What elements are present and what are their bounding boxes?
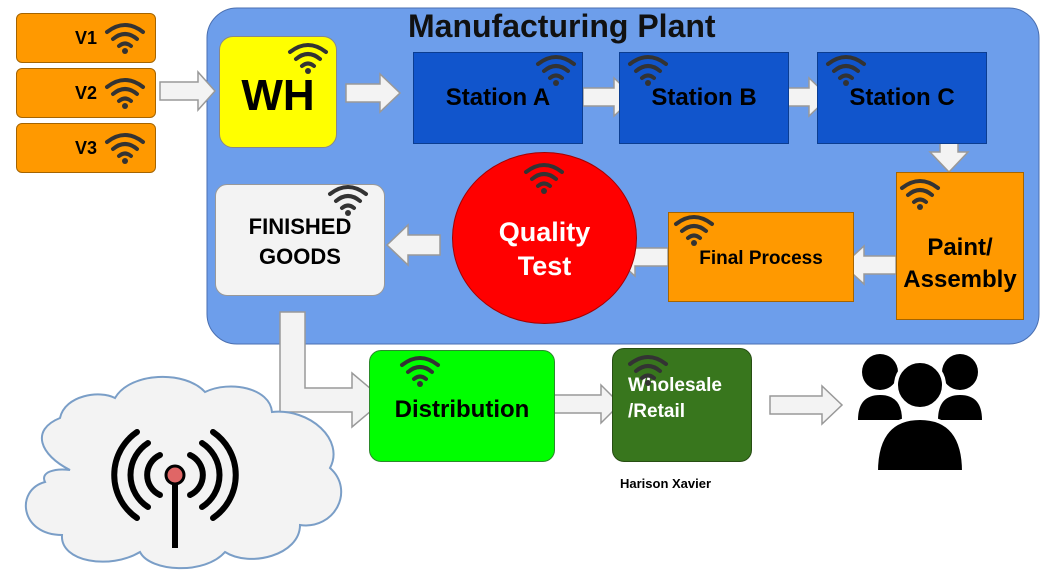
arrow-wholesale-to-customers [769,384,844,426]
wifi-icon [900,179,940,210]
plant-title: Manufacturing Plant [408,8,716,44]
arrow-finished-to-distribution [279,311,386,429]
arrow-vendors-to-wh [159,70,217,112]
warehouse-label: WH [241,71,315,120]
wifi-icon [400,356,440,387]
paint-assembly-label: Paint/ Assembly [903,234,1017,293]
wifi-icon [328,185,368,216]
warehouse-node[interactable]: WH [219,36,337,148]
finished-goods-label: FINISHED GOODS [248,214,352,269]
wifi-icon [105,78,145,109]
wifi-icon [105,23,145,54]
wifi-icon [288,43,328,74]
quality-test-node[interactable]: Quality Test [452,152,637,324]
vendor-label: V3 [75,137,98,158]
station-b-label: Station B [651,84,757,111]
distribution-label: Distribution [394,396,530,423]
wifi-icon [105,133,145,164]
vendor-label: V1 [75,27,98,48]
customers-icon [858,354,982,474]
finished-goods-node[interactable]: FINISHED GOODS [215,184,385,296]
wifi-icon [628,355,668,386]
station-a-label: Station A [445,84,551,111]
distribution-node[interactable]: Distribution [369,350,555,462]
wifi-icon [628,55,668,86]
station-c-label: Station C [849,84,955,111]
author-credit: Harison Xavier [620,476,712,491]
arrow-distribution-to-wholesale [547,383,622,425]
final-process-label: Final Process [699,248,823,269]
wifi-icon [674,215,714,246]
paint-assembly-node[interactable]: Paint/ Assembly [896,172,1024,320]
antenna-broadcast-icon [111,429,239,548]
quality-test-label: Quality Test [498,217,591,281]
wholesale-retail-node[interactable]: Wholesale /Retail [612,348,752,462]
wholesale-retail-label: Wholesale /Retail [628,375,722,422]
wifi-icon [826,55,866,86]
wifi-icon [524,163,564,194]
arrow-quality-to-finished [385,223,441,267]
arrow-wh-to-station-a [345,72,402,114]
wifi-icon [536,55,576,86]
vendor-label: V2 [75,82,98,103]
